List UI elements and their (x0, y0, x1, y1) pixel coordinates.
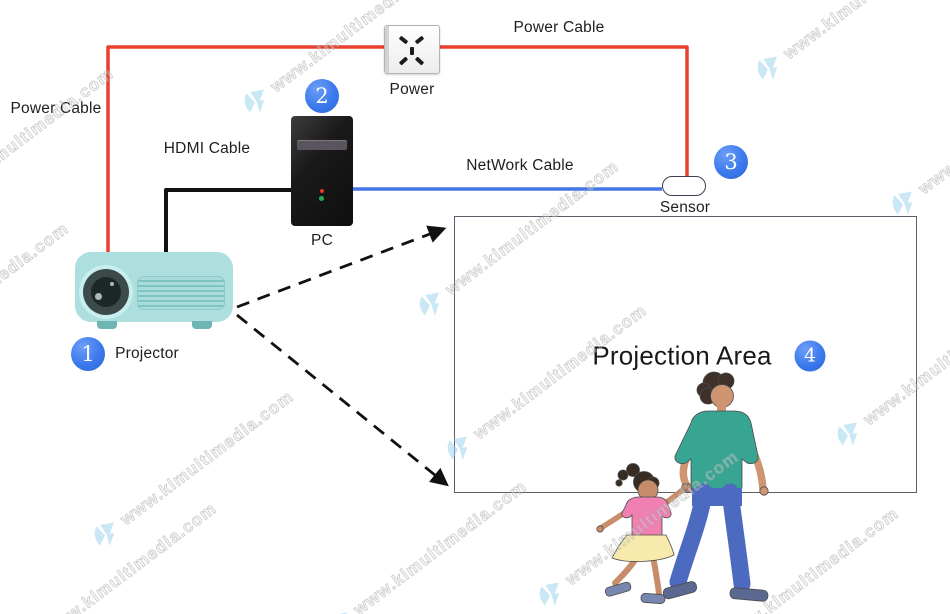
projector-lens (83, 269, 129, 315)
step-badge-3: 3 (714, 145, 748, 179)
lens-glint (110, 282, 114, 286)
lens-glint (95, 293, 102, 300)
hdmi-cable-label: HDMI Cable (163, 140, 251, 157)
step-badge-1: 1 (71, 337, 105, 371)
power-outlet-device (384, 25, 440, 74)
pc-led-red (320, 189, 324, 193)
outlet-slot (414, 35, 425, 45)
outlet-slot (398, 35, 409, 45)
projection-area-label: Projection Area (592, 340, 772, 371)
network-cable-label: NetWork Cable (466, 157, 574, 174)
outlet-slot (414, 56, 425, 66)
outlet-slot (398, 56, 409, 66)
projector-foot (97, 321, 117, 329)
sensor-device (662, 176, 706, 196)
projector-device (75, 252, 233, 329)
power-cable-left-segment (106, 45, 385, 252)
pc-device (291, 116, 353, 226)
power-cable-top-label: Power Cable (513, 19, 605, 36)
projector-vent-grille (137, 276, 225, 310)
man-figure (662, 371, 769, 602)
projector-label: Projector (115, 345, 179, 362)
step-badge-2: 2 (305, 79, 339, 113)
pc-led-green (319, 196, 324, 201)
projector-lens-ring (79, 265, 133, 319)
people-illustration (596, 371, 769, 604)
girl-figure (596, 463, 689, 604)
power-cable-right-segment (437, 45, 689, 177)
power-outlet-label: Power (389, 81, 435, 98)
pc-label: PC (311, 232, 333, 249)
power-cable-left-label: Power Cable (10, 100, 102, 117)
hdmi-cable-line (164, 188, 291, 252)
projector-lens-core (91, 277, 121, 307)
step-badge-4: 4 (794, 340, 826, 372)
outlet-slot (410, 47, 414, 55)
sensor-label: Sensor (659, 199, 711, 216)
projector-foot (192, 321, 212, 329)
projection-beam-top (236, 225, 447, 309)
projection-area-rect (454, 216, 917, 493)
projection-beam-bottom (236, 313, 449, 487)
pc-drive-bay (297, 140, 347, 150)
